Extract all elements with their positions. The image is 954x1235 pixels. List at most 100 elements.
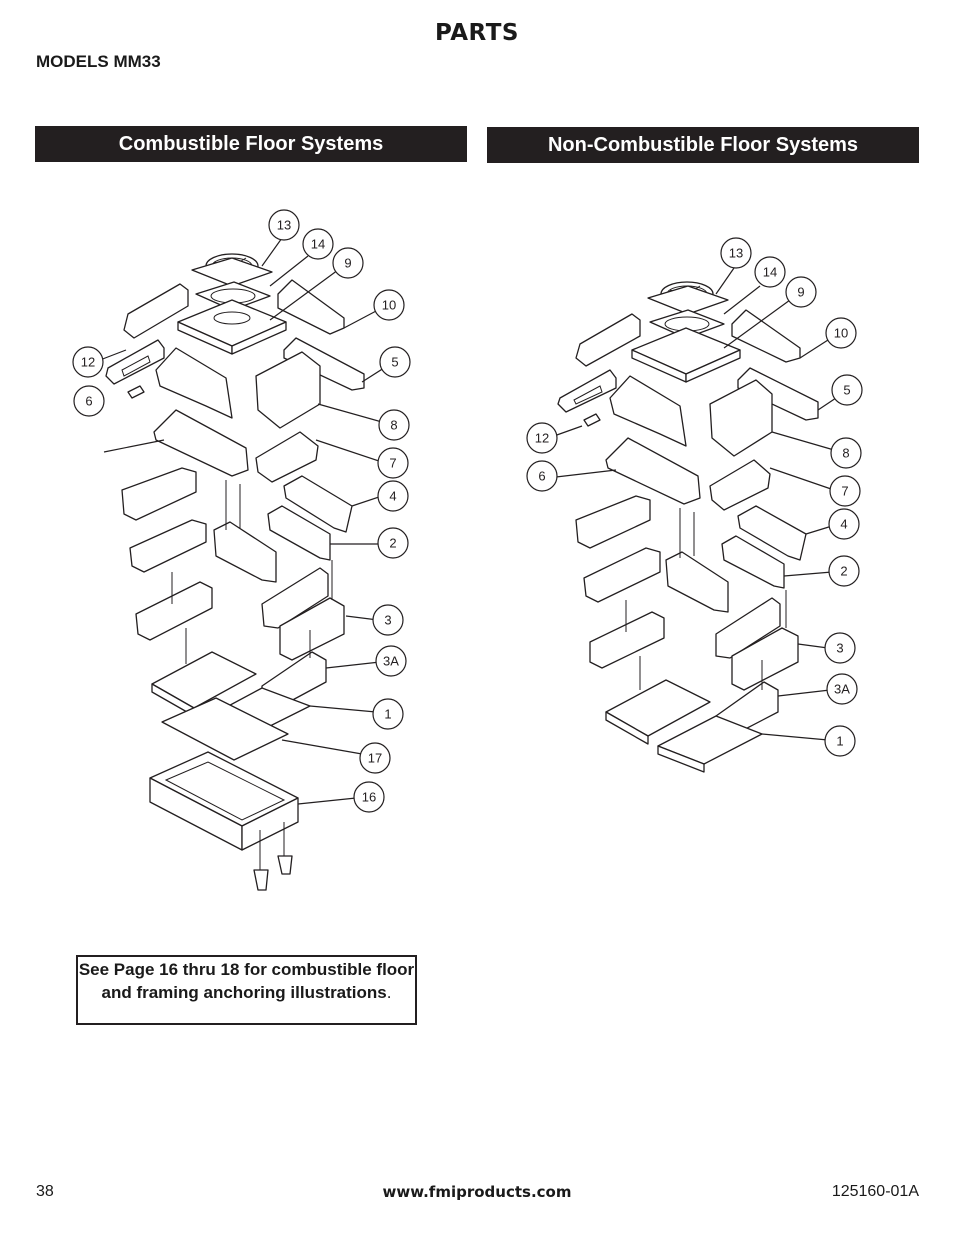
callout-14: 14 <box>302 228 334 260</box>
svg-text:1: 1 <box>836 734 843 749</box>
svg-text:8: 8 <box>842 446 849 461</box>
left-shelf-part <box>575 313 641 367</box>
wedge-left-2-part <box>583 547 661 603</box>
callout-13: 13 <box>720 237 752 269</box>
wedge-left-1-part <box>575 495 651 549</box>
callout-4: 4 <box>828 508 860 540</box>
section-banner-combustible: Combustible Floor Systems <box>35 126 467 162</box>
callout-14: 14 <box>754 256 786 288</box>
models-label: MODELS MM33 <box>36 52 161 71</box>
wedge-right-3b-part <box>731 627 799 691</box>
anchoring-note-text: See Page 16 thru 18 for combustible floo… <box>78 960 415 1002</box>
block-7-part <box>709 459 771 511</box>
document-code: 125160-01A <box>831 1183 919 1200</box>
wedge-right-3b-part <box>279 597 345 661</box>
callout-2: 2 <box>377 527 409 559</box>
callout-3: 3 <box>824 632 856 664</box>
section-title-non-combustible: Non-Combustible Floor Systems <box>547 133 859 156</box>
svg-text:10: 10 <box>382 298 396 313</box>
svg-text:12: 12 <box>535 431 549 446</box>
wedge-right-3-part <box>261 567 329 629</box>
svg-text:5: 5 <box>843 383 850 398</box>
svg-text:7: 7 <box>841 484 848 499</box>
leveling-leg-part <box>253 869 269 891</box>
callout-9: 9 <box>785 276 817 308</box>
page-title: PARTS <box>435 20 519 46</box>
callout-12: 12 <box>526 422 558 454</box>
callout-4: 4 <box>377 480 409 512</box>
side-panel-5-part <box>283 337 365 391</box>
center-block-part <box>665 551 729 613</box>
left-shelf-part <box>123 283 189 339</box>
brick-12-part <box>105 339 165 385</box>
callout-17: 17 <box>359 742 391 774</box>
flue-plate-part <box>647 285 729 315</box>
svg-text:3A: 3A <box>834 682 850 697</box>
callout-9: 9 <box>332 247 364 279</box>
svg-text:1: 1 <box>384 707 391 722</box>
block-4-part <box>737 505 807 561</box>
anchoring-note: See Page 16 thru 18 for combustible floo… <box>76 955 417 1025</box>
callout-8: 8 <box>830 437 862 469</box>
svg-text:3A: 3A <box>383 654 399 669</box>
flue-plate-part <box>191 257 273 287</box>
small-block-part <box>583 413 601 427</box>
svg-text:12: 12 <box>81 355 95 370</box>
callout-7: 7 <box>829 475 861 507</box>
wedge-right-3-part <box>715 597 781 659</box>
lintel-6-part <box>605 437 701 505</box>
block-2-part <box>721 535 785 589</box>
footer-url: www.fmiproducts.com <box>382 1183 572 1201</box>
callout-7: 7 <box>377 447 409 479</box>
top-slab-part <box>631 327 741 375</box>
lintel-6-part <box>153 409 249 477</box>
svg-text:10: 10 <box>834 326 848 341</box>
callout-5: 5 <box>831 374 863 406</box>
callout-8: 8 <box>378 409 410 441</box>
brick-12-part <box>557 369 617 413</box>
callout-12: 12 <box>72 346 104 378</box>
svg-text:3: 3 <box>384 613 391 628</box>
callout-10: 10 <box>373 289 405 321</box>
svg-text:9: 9 <box>797 285 804 300</box>
svg-text:6: 6 <box>538 469 545 484</box>
svg-text:6: 6 <box>85 394 92 409</box>
svg-text:13: 13 <box>277 218 291 233</box>
svg-text:8: 8 <box>390 418 397 433</box>
section-title-combustible: Combustible Floor Systems <box>118 132 384 155</box>
side-panel-8-part <box>709 379 773 457</box>
svg-text:4: 4 <box>840 517 847 532</box>
svg-text:16: 16 <box>362 790 376 805</box>
svg-text:9: 9 <box>344 256 351 271</box>
svg-text:14: 14 <box>763 265 777 280</box>
wedge-left-1-part <box>121 467 197 521</box>
back-wall-upper-part <box>609 375 687 447</box>
svg-text:3: 3 <box>836 641 843 656</box>
svg-text:5: 5 <box>391 355 398 370</box>
svg-text:17: 17 <box>368 751 382 766</box>
callout-6: 6 <box>526 460 558 492</box>
callout-1: 1 <box>824 725 856 757</box>
page-number: 38 <box>36 1183 54 1200</box>
block-4-part <box>283 475 353 533</box>
section-banner-non-combustible: Non-Combustible Floor Systems <box>487 127 919 163</box>
callout-6: 6 <box>73 385 105 417</box>
wedge-left-3-part <box>589 611 665 669</box>
block-7-part <box>255 431 319 483</box>
callout-3a: 3A <box>375 645 407 677</box>
plate-17-part <box>161 697 289 761</box>
svg-text:2: 2 <box>389 536 396 551</box>
center-block-part <box>213 521 277 583</box>
svg-text:4: 4 <box>389 489 396 504</box>
svg-text:7: 7 <box>389 456 396 471</box>
block-2-part <box>267 505 331 561</box>
callout-2: 2 <box>828 555 860 587</box>
svg-text:13: 13 <box>729 246 743 261</box>
back-wall-upper-part <box>155 347 233 419</box>
callout-10: 10 <box>825 317 857 349</box>
callout-1: 1 <box>372 698 404 730</box>
leveling-leg-part <box>277 855 293 875</box>
callout-13: 13 <box>268 209 300 241</box>
wedge-left-2-part <box>129 519 207 573</box>
